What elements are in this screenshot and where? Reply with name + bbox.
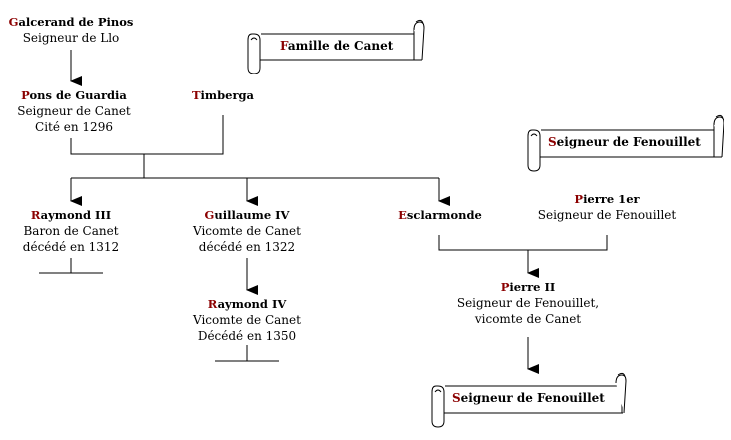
person-esclarmonde: Esclarmonde [385, 207, 495, 223]
person-galcerand-de-pinos: Galcerand de Pinos Seigneur de Llo [0, 14, 142, 46]
person-title: Vicomte de Canet [193, 224, 301, 238]
person-date: Cité en 1296 [35, 120, 113, 134]
scroll-shape [431, 372, 627, 428]
person-guillaume-iv: Guillaume IV Vicomte de Canet décédé en … [177, 207, 317, 255]
person-name: Esclarmonde [398, 208, 482, 222]
scroll-label: Seigneur de Fenouillet [452, 391, 605, 405]
person-pons-de-guardia: Pons de Guardia Seigneur de Canet Cité e… [0, 87, 148, 135]
person-date: décédé en 1322 [198, 240, 296, 254]
person-name: Pierre II [500, 280, 556, 294]
person-date: Décédé en 1350 [197, 329, 297, 343]
scroll-banner-famille-canet: Famille de Canet [246, 18, 426, 75]
person-pierre-ii: Pierre II Seigneur de Fenouillet, vicomt… [438, 279, 618, 327]
person-name: Pierre 1er [574, 192, 640, 206]
person-title: Vicomte de Canet [193, 313, 301, 327]
scroll-banner-seigneur-fenouillet-bottom: Seigneur de Fenouillet [430, 371, 628, 429]
person-date: décédé en 1312 [22, 240, 120, 254]
person-name: Raymond IV [207, 297, 287, 311]
person-title: Baron de Canet [23, 224, 119, 238]
person-title: Seigneur de Canet [17, 104, 131, 118]
person-name: Guillaume IV [204, 208, 290, 222]
scroll-label: Famille de Canet [280, 39, 394, 53]
scroll-label: Seigneur de Fenouillet [548, 135, 701, 149]
person-pierre-1er: Pierre 1er Seigneur de Fenouillet [522, 191, 692, 223]
union-pons-timberga [70, 115, 224, 155]
person-name: Pons de Guardia [21, 88, 127, 102]
person-raymond-iii: Raymond III Baron de Canet décédé en 131… [0, 207, 142, 255]
scroll-banner-seigneur-fenouillet-top: Seigneur de Fenouillet [526, 113, 725, 173]
person-name: Timberga [191, 88, 254, 102]
person-name: Raymond III [30, 208, 112, 222]
person-title: Seigneur de Llo [22, 31, 120, 45]
person-title: Seigneur de Fenouillet, [456, 296, 600, 310]
person-name: Galcerand de Pinos [8, 15, 134, 29]
person-raymond-iv: Raymond IV Vicomte de Canet Décédé en 13… [177, 296, 317, 344]
person-title: Seigneur de Fenouillet [537, 208, 677, 222]
union-esclarmonde-pierre1 [438, 235, 608, 251]
person-timberga: Timberga [173, 87, 273, 103]
scroll-shape [527, 114, 725, 172]
person-title-2: vicomte de Canet [474, 312, 582, 326]
